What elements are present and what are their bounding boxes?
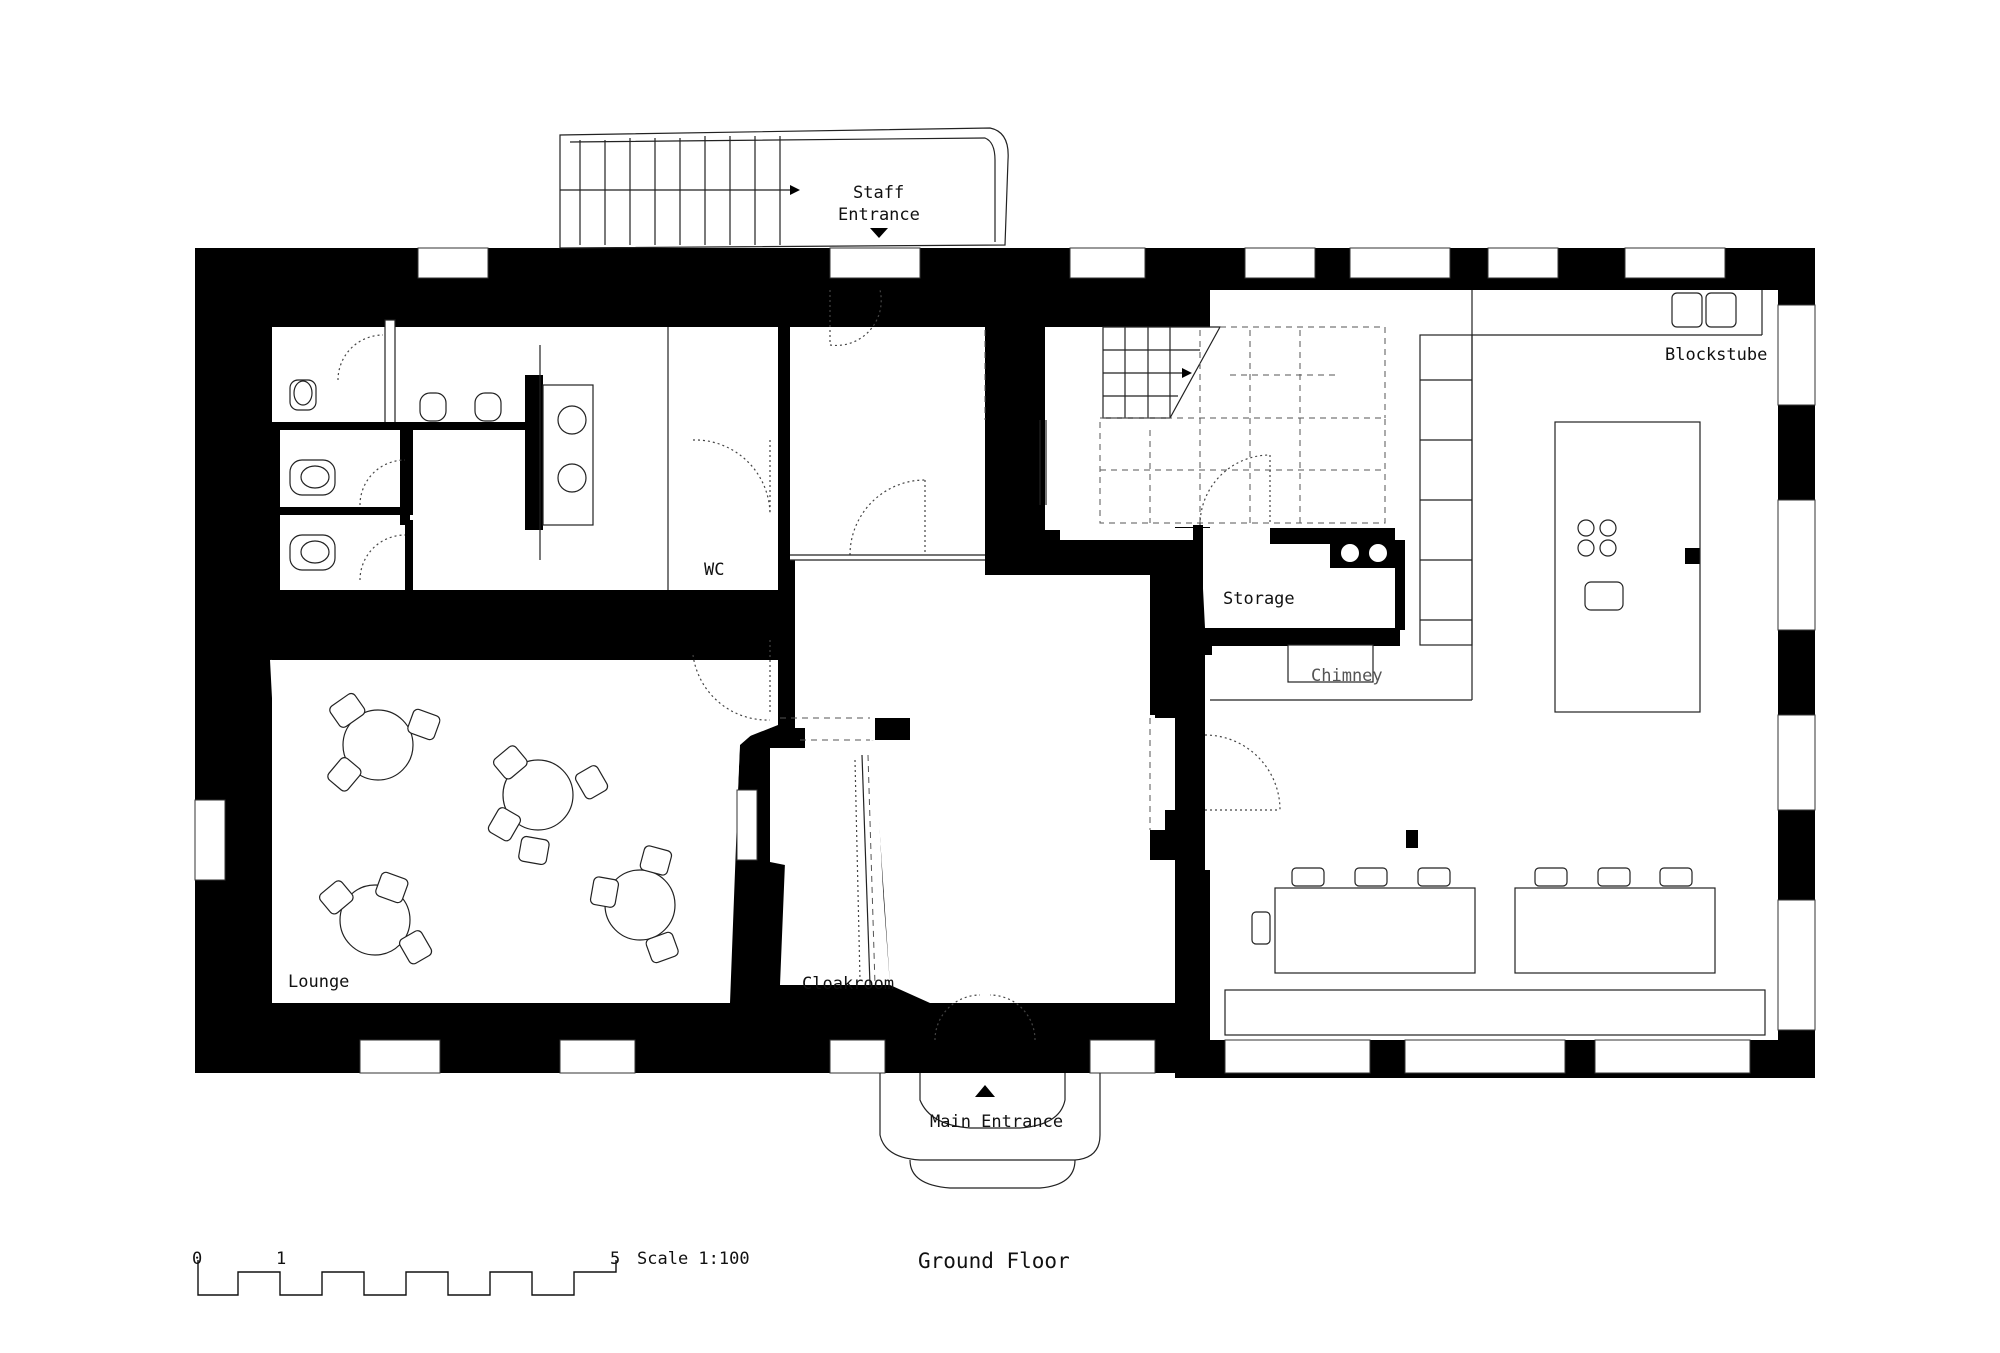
- room-label-blockstube: Blockstube: [1665, 345, 1767, 365]
- entrance-arrow-icon: [870, 228, 888, 238]
- toilet-icon: [474, 392, 502, 422]
- room-label-lounge: Lounge: [288, 972, 349, 992]
- room-label-wc: WC: [704, 560, 724, 580]
- staff-entrance-stair: [559, 127, 1009, 249]
- scale-text: Scale 1:100: [637, 1249, 750, 1269]
- internal-stair: [1039, 326, 1386, 524]
- toilet-icon: [289, 459, 336, 496]
- door-swings: [692, 289, 1281, 1041]
- toilet-icon: [289, 379, 317, 411]
- cloakroom-rail: [854, 754, 876, 986]
- table-with-chairs: [487, 745, 609, 866]
- storage-fixtures: [1287, 542, 1389, 683]
- main-entrance-step: [879, 1073, 1101, 1189]
- scale-tick-5: 5: [610, 1249, 620, 1269]
- lounge-tables: [319, 692, 679, 965]
- scale-bar: [197, 1260, 617, 1296]
- table-with-chairs: [327, 692, 441, 792]
- staff-entrance-label-line1: Staff: [853, 183, 904, 203]
- room-label-chimney: Chimney: [1311, 666, 1383, 686]
- interior-walls: [270, 320, 1700, 860]
- scale-tick-0: 0: [192, 1249, 202, 1269]
- room-label-storage: Storage: [1223, 589, 1295, 609]
- main-entrance-label: Main Entrance: [930, 1112, 1063, 1132]
- toilet-icon: [289, 534, 336, 571]
- windows: [194, 247, 1816, 1074]
- toilet-icon: [419, 392, 447, 422]
- drawing-title: Ground Floor: [918, 1249, 1070, 1273]
- staff-entrance-label-line2: Entrance: [838, 205, 920, 225]
- scale-tick-1: 1: [276, 1249, 286, 1269]
- table-with-chairs: [319, 871, 433, 965]
- room-label-cloakroom: Cloakroom: [802, 974, 894, 994]
- blockstube-furniture: [1210, 290, 1766, 1036]
- table-with-chairs: [589, 845, 679, 964]
- wc-partitions: [270, 319, 669, 590]
